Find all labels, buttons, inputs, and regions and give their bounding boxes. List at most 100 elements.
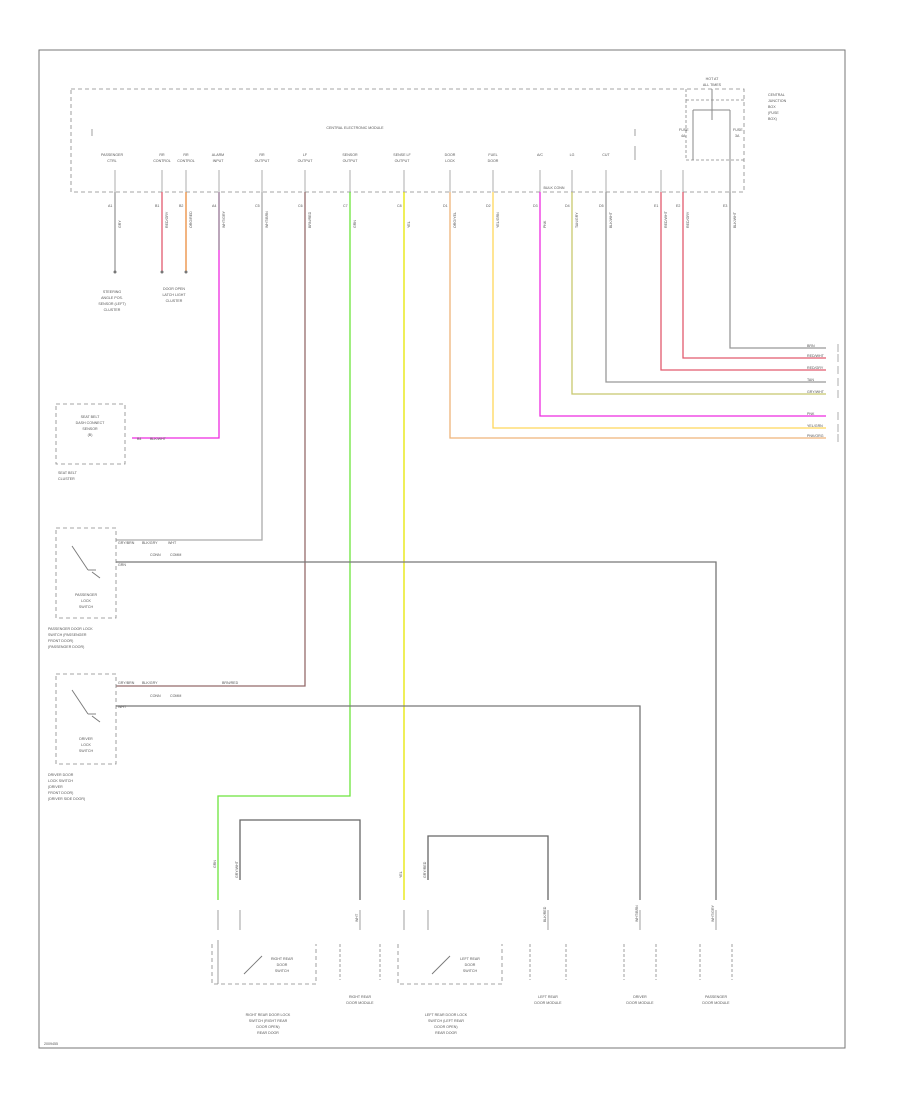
fuse-box-label-2: JUNCTION [768, 99, 787, 103]
bottom-wire-6: WHT/BRN [635, 905, 639, 922]
hot-at-all-times-1: HOT AT [706, 77, 719, 81]
fuse-2-b: 3A [735, 134, 740, 138]
pin-c5-name-2: OUTPUT [255, 159, 271, 163]
central-electronic-module: CENTRAL ELECTRONIC MODULE HOT AT ALL TIM… [70, 77, 787, 193]
driver-door-module: DRIVER DOOR MODULE [623, 944, 657, 1005]
pin-c5-name-1: RR [259, 153, 265, 157]
pin-d1-number: D1 [443, 204, 448, 208]
pin-connector-labels: A1 B1 B2 A4 C5 C6 C7 C8 D1 D2 D3 D4 D5 E… [108, 204, 737, 228]
seatbelt-inner-2: DASH CONNECT [76, 421, 106, 425]
pass-ground-wire [116, 561, 717, 900]
rr-inner-1: RIGHT REAR [271, 957, 294, 961]
pin-d5-number: D5 [599, 204, 604, 208]
pin-a4-name-2: INPUT [213, 159, 225, 163]
pin-c7-number: C7 [343, 204, 348, 208]
edge-label-6: YEL/GRN [807, 424, 823, 428]
fuse-1-a: FUSE [679, 128, 689, 132]
cluster-1-line-2: ANGLE POS. [101, 296, 123, 300]
fuse-box-label-1: CENTRAL [768, 93, 785, 97]
edge-label-5: PNK [807, 412, 815, 416]
edge-label-1: RED/WHT [807, 354, 825, 358]
lr-label-4: REAR DOOR [435, 1031, 457, 1035]
pass-conn: CONN [150, 553, 161, 557]
pass-wire-0: GRY/BRN [118, 541, 135, 545]
drvm-label-2: DOOR MODULE [626, 1001, 654, 1005]
wire-e3 [729, 192, 826, 349]
pin-d1-name-2: LOCK [445, 159, 455, 163]
edge-label-2: RED/GRY [807, 366, 824, 370]
bcm-pin-labels: PASSENGER CTRL RR CONTROL RR CONTROL ALA… [101, 153, 611, 163]
pin-a1-name-1: PASSENGER [101, 153, 124, 157]
wire-label-e3: BLK/WHT [733, 211, 737, 228]
pin-d3-name: A/C [537, 153, 543, 157]
wire-label-b1: RED/GRY [165, 211, 169, 228]
cluster-2-line-2: LATCH LIGHT [162, 293, 186, 297]
pin-e1-number: E1 [654, 204, 658, 208]
rr-inner-3: SWITCH [275, 969, 290, 973]
lr-inner-1: LEFT REAR [460, 957, 480, 961]
pin-d2-number: D2 [486, 204, 491, 208]
pin-a1-number: A1 [108, 204, 112, 208]
pin-c8-name-1: SENSE LF [393, 153, 411, 157]
pin-b2-number: B2 [179, 204, 183, 208]
drv-label-4: FRONT DOOR) [48, 791, 73, 795]
wire-label-d1: ORG/YEL [453, 212, 457, 228]
pin-d4-name: LG [570, 153, 575, 157]
seatbelt-inner-3: SENSOR [82, 427, 98, 431]
bottom-wire-4: GRY/RED [423, 861, 427, 878]
lrm-label-2: DOOR MODULE [534, 1001, 562, 1005]
fuse-box-label-5: BOX) [768, 117, 777, 121]
drv-label-2: LOCK SWITCH [48, 779, 73, 783]
bottom-wire-0: GRN [213, 860, 217, 868]
pin-b2-name-1: RR [183, 153, 189, 157]
drv-wire-3: WHT [118, 705, 127, 709]
drv-wire-0: GRY/BRN [118, 681, 135, 685]
pin-c8-number: C8 [397, 204, 402, 208]
pin-e3-number: E3 [723, 204, 727, 208]
pass-label-2: SWITCH (PASSENGER [48, 633, 87, 637]
pin-d2-name-1: FUEL [488, 153, 497, 157]
wire-e2 [682, 192, 826, 359]
fuse-2-a: FUSE [733, 128, 743, 132]
rr-label-2: SWITCH (RIGHT REAR [249, 1019, 288, 1023]
figure-id: 2009455 [44, 1042, 58, 1046]
drvm-label-1: DRIVER [633, 995, 647, 999]
drv-inner-1: DRIVER [79, 737, 93, 741]
fuse-box-label-4: (FUSE [768, 111, 779, 115]
wire-c6 [116, 192, 306, 687]
pin-d5-name: CUT [602, 153, 610, 157]
cluster-1-line-3: SENSOR (LEFT) [98, 302, 125, 306]
pass-inner-1: PASSENGER [75, 593, 98, 597]
wire-label-d2: YEL/GRN [496, 212, 500, 228]
lrm-label-1: LEFT REAR [538, 995, 558, 999]
rr-label-1: RIGHT REAR DOOR LOCK [246, 1013, 291, 1017]
pin-c7-name-2: OUTPUT [343, 159, 359, 163]
right-rear-door-module: RIGHT REAR DOOR MODULE [339, 944, 381, 1005]
cluster-1-line-4: CLUSTER [104, 308, 121, 312]
seatbelt-label-2: CLUSTER [58, 477, 75, 481]
pin-c6-number: C6 [298, 204, 303, 208]
wire-d4 [571, 192, 826, 395]
seat-belt-sensor: SEAT BELT DASH CONNECT SENSOR (B) B4 BLK… [55, 403, 167, 481]
lr-loop [427, 835, 549, 900]
seatbelt-pin: B4 [137, 437, 141, 441]
pin-a4-number: A4 [212, 204, 216, 208]
wire-label-e1: RED/WHT [664, 210, 668, 228]
pass-wire-2: WHT [168, 541, 177, 545]
seatbelt-inner-1: SEAT BELT [81, 415, 101, 419]
pin-c5-number: C5 [255, 204, 260, 208]
rr-inner-2: DOOR [277, 963, 288, 967]
pin-c6-name-1: LF [303, 153, 308, 157]
edge-label-3: TAN [807, 378, 814, 382]
diagram-frame [38, 49, 846, 1049]
drv-label-5: (DRIVER SIDE DOOR) [48, 797, 85, 801]
pass-wire-1: BLK/GRY [142, 541, 158, 545]
rrm-label-1: RIGHT REAR [349, 995, 372, 999]
rrm-label-2: DOOR MODULE [346, 1001, 374, 1005]
pin-c6-name-2: OUTPUT [298, 159, 314, 163]
drv-ground-wire [116, 705, 641, 900]
pin-d4-number: D4 [565, 204, 570, 208]
pin-b1-name-1: RR [159, 153, 165, 157]
pass-wire-3: GRN [118, 563, 126, 567]
bcm-title: CENTRAL ELECTRONIC MODULE [326, 126, 384, 130]
